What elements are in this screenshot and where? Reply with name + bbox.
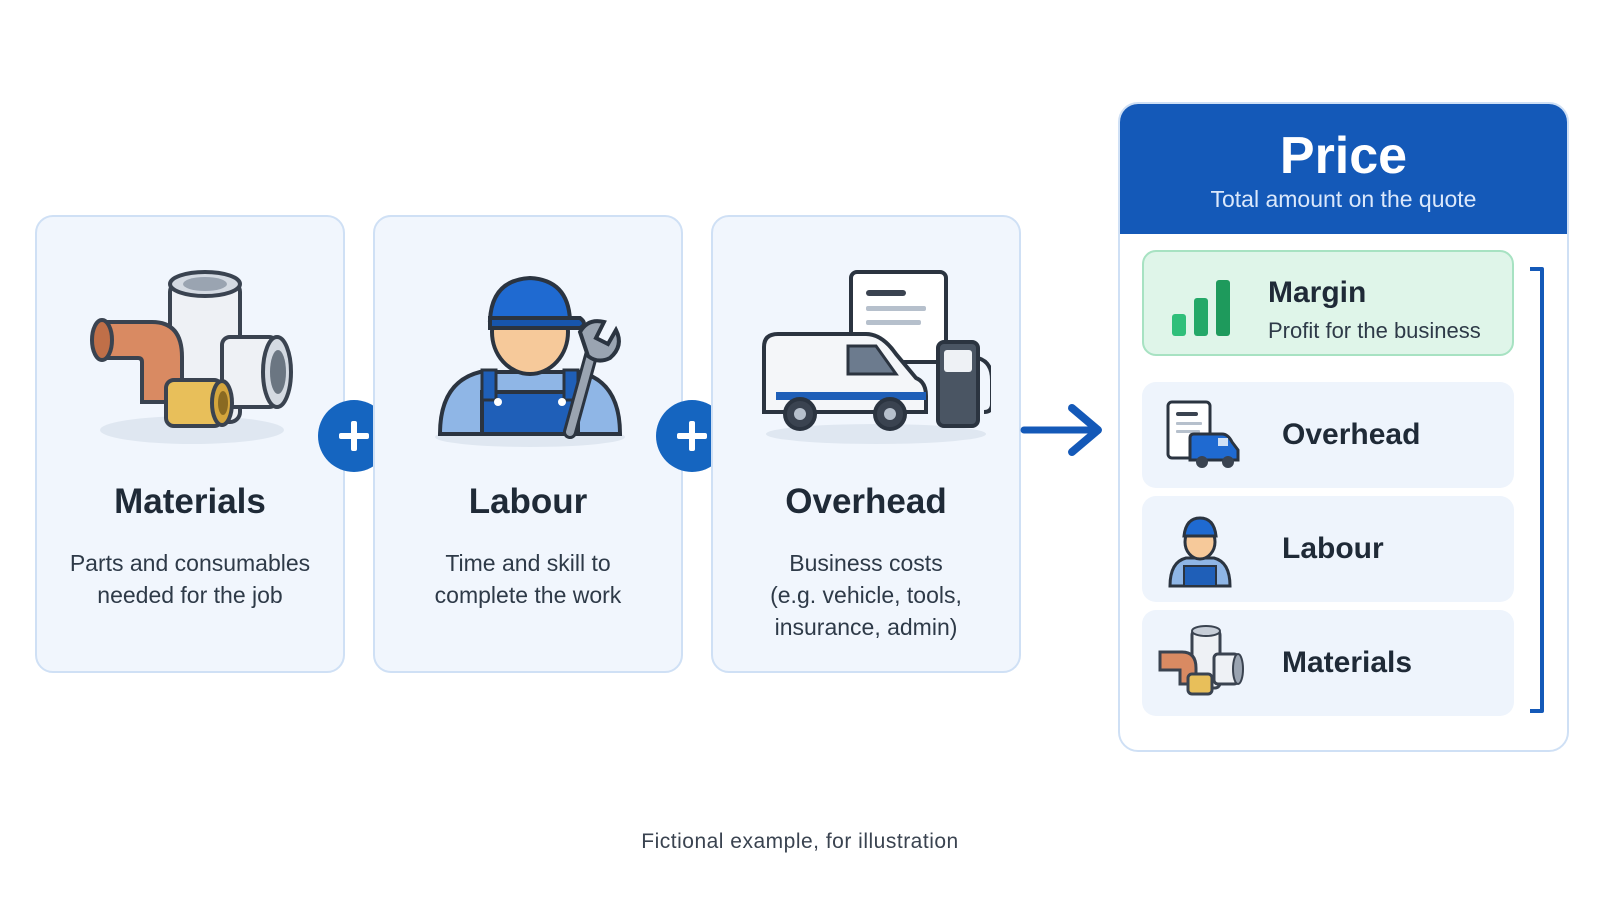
price-row-margin: Margin Profit for the business [1142,250,1514,356]
labour-card: Labour Time and skill to complete the wo… [373,215,683,673]
price-row-labour: Labour [1142,496,1514,602]
worker-icon [1168,516,1232,588]
card-description: Business costs (e.g. vehicle, tools, ins… [733,547,999,643]
materials-card: Materials Parts and consumables needed f… [35,215,345,673]
overhead-card: Overhead Business costs (e.g. vehicle, t… [711,215,1021,673]
card-title: Overhead [785,482,947,521]
van-fuel-icon [762,270,991,444]
price-subtitle: Total amount on the quote [1210,186,1477,212]
price-row-overhead: Overhead [1142,382,1514,488]
card-description-line: complete the work [434,582,622,608]
card-description: Time and skill to complete the work [395,547,661,611]
price-title: Price [1279,127,1408,185]
card-description-line: Time and skill to [445,550,611,576]
price-row-label: Labour [1282,532,1384,565]
card-description-line: insurance, admin) [774,614,958,640]
card-description-line: needed for the job [97,582,283,608]
price-panel: Price Total amount on the quote Margin P… [1118,102,1569,752]
price-row-sublabel: Profit for the business [1268,318,1481,343]
card-description-line: Parts and consumables [69,550,311,576]
document-van-icon [1166,400,1240,468]
price-row-materials: Materials [1142,610,1514,716]
bracket-icon [1530,267,1544,713]
card-description-line: (e.g. vehicle, tools, [770,582,962,608]
price-row-label: Margin [1268,276,1367,309]
arrow-right-icon [1020,404,1102,456]
pipe-fittings-icon [1158,625,1244,696]
bar-chart-icon [1172,280,1230,336]
card-title: Labour [468,482,588,521]
pipe-fittings-icon [90,270,293,444]
price-row-label: Overhead [1282,418,1421,451]
card-description: Parts and consumables needed for the job [57,547,323,611]
price-row-label: Materials [1282,646,1413,679]
worker-icon [435,275,625,447]
price-header: Price Total amount on the quote [1120,104,1567,234]
card-title: Materials [114,482,266,521]
footnote: Fictional example, for illustration [641,830,959,853]
card-description-line: Business costs [789,550,943,576]
